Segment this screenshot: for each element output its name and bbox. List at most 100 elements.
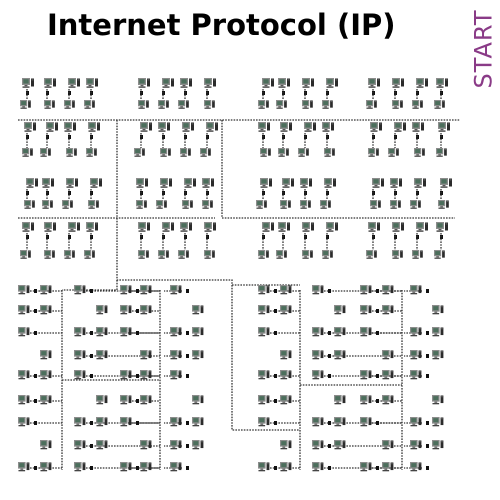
computer-icon [262,222,274,232]
computer-icon [410,440,422,450]
computer-icon [74,440,86,450]
computer-icon [134,148,145,157]
connector-dot [274,421,277,425]
computer-icon [182,122,194,132]
computer-icon [366,100,377,109]
computer-icon [84,100,95,109]
computer-icon [40,305,52,315]
computer-icon [372,178,384,188]
computer-icon [322,122,334,132]
computer-icon [382,395,394,405]
computer-icon [202,200,213,209]
computer-icon [42,200,53,209]
computer-icon [312,350,324,360]
computer-icon [68,222,80,232]
computer-icon [96,440,108,450]
computer-icon [334,440,346,450]
computer-icon [360,370,372,380]
computer-icon [392,250,403,259]
computer-icon [158,250,169,259]
computer-icon [22,222,34,232]
computer-icon [298,148,309,157]
computer-icon [276,250,287,259]
computer-icon [410,417,422,427]
computer-icon [140,350,152,360]
connector-dot [328,331,331,335]
computer-icon [410,200,421,209]
computer-icon [20,100,31,109]
computer-icon [312,440,324,450]
computer-icon [304,122,316,132]
connector-dot [186,354,189,358]
connector-dot [34,399,37,403]
computer-icon [18,327,30,337]
computer-icon [120,395,132,405]
computer-icon [120,417,132,427]
connector-dot [376,289,379,293]
computer-icon [88,200,99,209]
connector-dot [328,421,331,425]
computer-icon [18,305,30,315]
computer-icon [20,250,31,259]
computer-icon [192,305,204,315]
computer-icon [178,250,189,259]
computer-icon [326,78,338,88]
computer-icon [312,370,324,380]
computer-icon [44,222,56,232]
computer-icon [170,417,182,427]
computer-icon [382,370,394,380]
computer-icon [334,327,346,337]
computer-icon [276,100,287,109]
computer-icon [192,327,204,337]
connector-dot [136,309,139,313]
computer-icon [280,440,292,450]
computer-icon [84,250,95,259]
computer-icon [392,222,404,232]
computer-icon [160,148,171,157]
connector-dot [34,309,37,313]
computer-icon [138,222,150,232]
computer-icon [180,222,192,232]
computer-icon [334,305,346,315]
computer-icon [368,222,380,232]
computer-icon [360,305,372,315]
connector-dot [186,444,189,448]
connector-dot [274,309,277,313]
connector-dot [328,466,331,470]
computer-icon [140,122,152,132]
computer-icon [322,250,333,259]
computer-icon [382,350,394,360]
computer-icon [432,440,444,450]
computer-icon [410,327,422,337]
computer-icon [62,200,73,209]
connector-dot [274,374,277,378]
computer-icon [412,100,423,109]
computer-icon [206,122,218,132]
computer-icon [360,417,372,427]
computer-icon [24,200,35,209]
connector-dot [136,421,139,425]
computer-icon [416,78,428,88]
computer-icon [312,417,324,427]
computer-icon [44,78,56,88]
computer-icon [360,327,372,337]
computer-icon [432,395,444,405]
computer-icon [392,78,404,88]
computer-icon [192,440,204,450]
connector-dot [274,466,277,470]
connector-dot [376,466,379,470]
computer-icon [382,462,394,472]
computer-icon [370,122,382,132]
computer-icon [366,250,377,259]
computer-icon [18,370,30,380]
computer-icon [312,285,324,295]
computer-icon [88,122,100,132]
computer-icon [258,417,270,427]
connector-dot [90,331,93,335]
computer-icon [258,395,270,405]
computer-icon [68,78,80,88]
computer-icon [170,350,182,360]
connector-dot [376,309,379,313]
connector-dot [274,399,277,403]
connector-dot [328,289,331,293]
